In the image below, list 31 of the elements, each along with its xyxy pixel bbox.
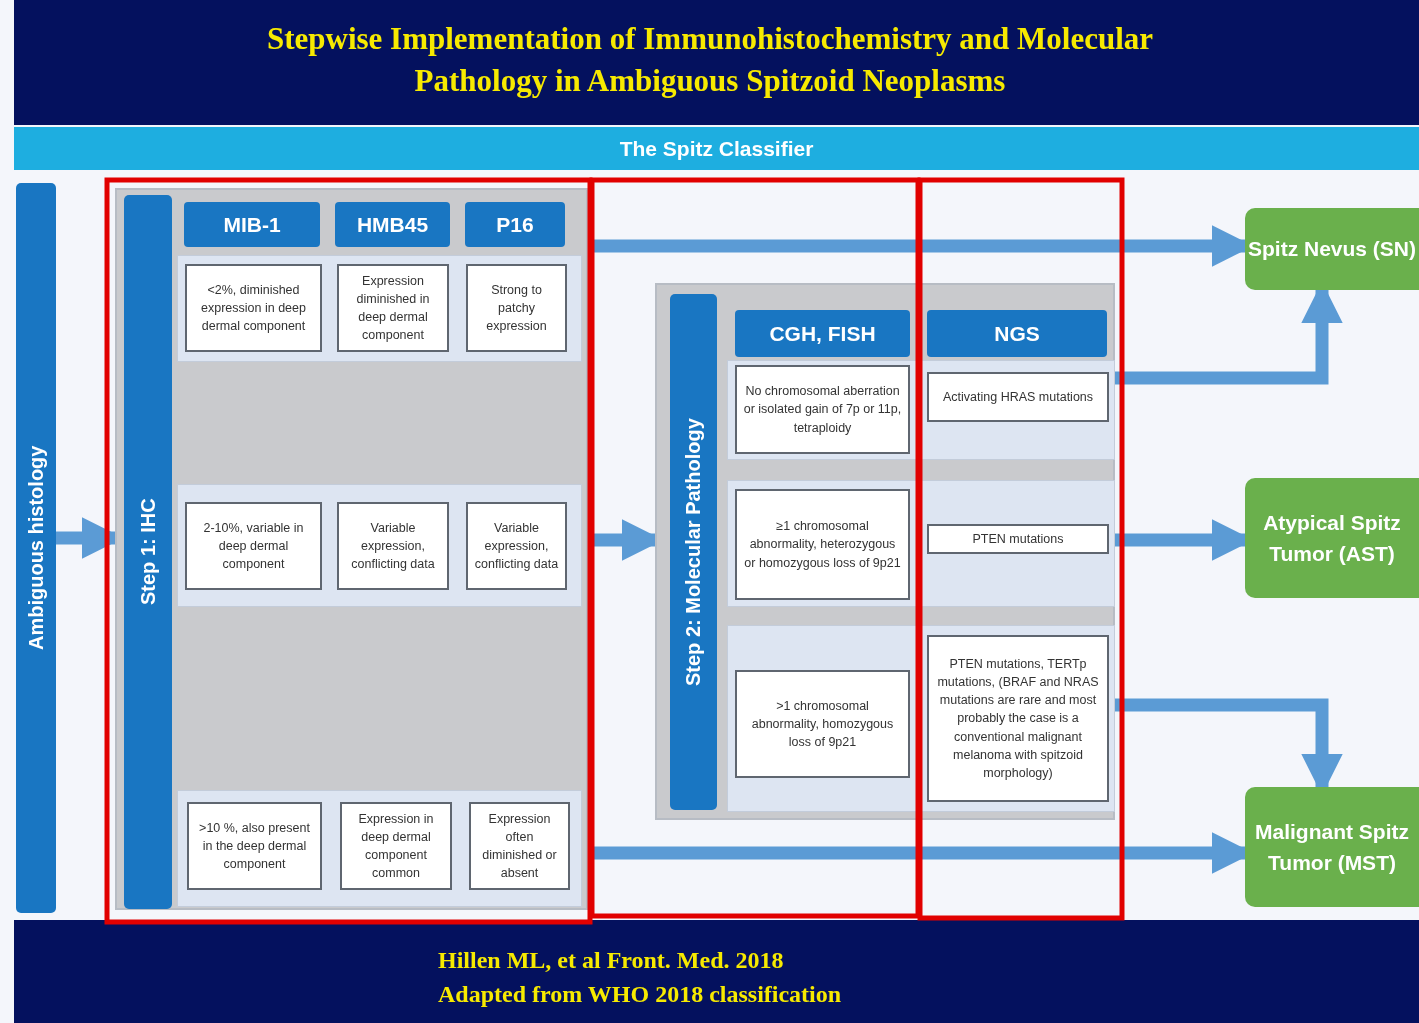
marker-header: NGS	[927, 310, 1107, 357]
criteria-box: No chromosomal aberration or isolated gain of 7p or 11p, tetraploidy	[735, 365, 910, 454]
step-label: Step 1: IHC	[124, 195, 172, 909]
outcome-box: Malignant Spitz Tumor (MST)	[1245, 787, 1419, 907]
diagram-title: Stepwise Implementation of Immunohistochemistry and Molecular Pathology in Ambiguous Spitzoid Neoplasms	[265, 20, 1154, 100]
marker-header: CGH, FISH	[735, 310, 910, 357]
criteria-box: Expression in deep dermal component common	[340, 802, 452, 890]
criteria-box: 2-10%, variable in deep dermal component	[185, 502, 322, 590]
criteria-box: PTEN mutations, TERTp mutations, (BRAF and NRAS mutations are rare and most probably the case is a conventional malignant melanoma with spitzoid morphology)	[927, 635, 1109, 802]
criteria-box: >1 chromosomal abnormality, homozygous loss of 9p21	[735, 670, 910, 778]
criteria-box: Expression diminished in deep dermal component	[337, 264, 449, 352]
citation-caption: Hillen ML, et al Front. Med. 2018	[438, 947, 784, 974]
marker-header: MIB-1	[184, 202, 320, 247]
marker-header: HMB45	[335, 202, 450, 247]
classifier-banner: The Spitz Classifier	[14, 127, 1419, 170]
step-label: Step 2: Molecular Pathology	[670, 294, 717, 810]
criteria-box: PTEN mutations	[927, 524, 1109, 554]
outcome-box: Atypical Spitz Tumor (AST)	[1245, 478, 1419, 598]
criteria-box: Variable expression, conflicting data	[466, 502, 567, 590]
marker-header: P16	[465, 202, 565, 247]
criteria-box: <2%, diminished expression in deep dermal component	[185, 264, 322, 352]
criteria-box: Variable expression, conflicting data	[337, 502, 449, 590]
criteria-box: ≥1 chromosomal abnormality, heterozygous or homozygous loss of 9p21	[735, 489, 910, 600]
criteria-box: Activating HRAS mutations	[927, 372, 1109, 422]
step-panel	[655, 283, 1115, 820]
criteria-box: Expression often diminished or absent	[469, 802, 570, 890]
outcome-box: Spitz Nevus (SN)	[1245, 208, 1419, 290]
criteria-box: Strong to patchy expression	[466, 264, 567, 352]
input-bar: Ambiguous histology	[16, 183, 56, 913]
criteria-box: >10 %, also present in the deep dermal component	[187, 802, 322, 890]
source-note: Adapted from WHO 2018 classification	[438, 981, 842, 1008]
